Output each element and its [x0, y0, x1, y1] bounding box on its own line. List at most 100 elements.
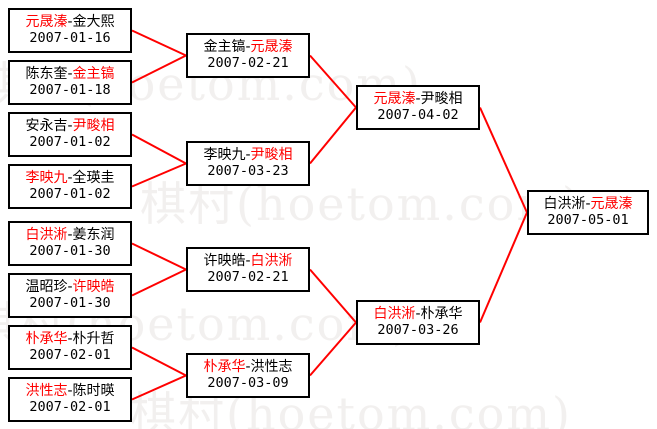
match-players: 洪性志-陈时暎: [25, 383, 115, 400]
player-right: 金大熙: [72, 14, 115, 31]
connector-line: [131, 242, 187, 271]
player-separator: -: [245, 359, 251, 376]
player-right: 陈时暎: [72, 383, 115, 400]
player-left: 朴承华: [25, 331, 68, 348]
player-left: 李映九: [25, 170, 68, 187]
player-left: 安永吉: [25, 118, 68, 135]
match-players: 白洪淅-朴承华: [373, 306, 463, 323]
match-date: 2007-02-21: [207, 54, 289, 71]
connector-line: [131, 346, 187, 377]
player-separator: -: [245, 39, 251, 56]
player-separator: -: [245, 147, 251, 164]
connector-line: [131, 374, 187, 401]
connector-line: [309, 268, 357, 324]
player-right: 尹畯相: [72, 118, 115, 135]
player-separator: -: [415, 91, 421, 108]
match-date: 2007-01-02: [29, 185, 111, 202]
match-date: 2007-02-01: [29, 398, 111, 415]
match-date: 2007-01-02: [29, 133, 111, 150]
player-left: 元晟溱: [373, 91, 416, 108]
player-separator: -: [67, 170, 73, 187]
match-date: 2007-01-30: [29, 242, 111, 259]
player-left: 元晟溱: [25, 14, 68, 31]
player-left: 陈东奎: [25, 66, 68, 83]
player-right: 白洪淅: [250, 253, 293, 270]
player-right: 尹畯相: [250, 147, 293, 164]
match-players: 许映皓-白洪淅: [203, 253, 293, 270]
match-players: 朴承华-朴升哲: [25, 331, 115, 348]
match-players: 金主镐-元晟溱: [203, 39, 293, 56]
player-separator: -: [67, 331, 73, 348]
player-left: 许映皓: [203, 253, 246, 270]
match-players: 温昭珍-许映皓: [25, 279, 115, 296]
player-left: 白洪淅: [543, 196, 586, 213]
player-separator: -: [245, 253, 251, 270]
match-players: 安永吉-尹畯相: [25, 118, 115, 135]
player-separator: -: [67, 14, 73, 31]
match-date: 2007-05-01: [547, 211, 629, 228]
match-players: 陈东奎-金主镐: [25, 66, 115, 83]
player-right: 许映皓: [72, 279, 115, 296]
player-right: 全瑛圭: [72, 170, 115, 187]
connector-line: [131, 29, 187, 57]
player-separator: -: [67, 279, 73, 296]
match-date: 2007-01-30: [29, 294, 111, 311]
match-date: 2007-01-16: [29, 29, 111, 46]
connector-line: [309, 106, 357, 165]
player-left: 李映九: [203, 147, 246, 164]
match-date: 2007-03-26: [377, 321, 459, 338]
match-players: 朴承华-洪性志: [203, 359, 293, 376]
player-right: 洪性志: [250, 359, 293, 376]
player-right: 元晟溱: [590, 196, 633, 213]
player-separator: -: [67, 66, 73, 83]
player-right: 姜东润: [72, 227, 115, 244]
match-date: 2007-01-18: [29, 81, 111, 98]
player-separator: -: [415, 306, 421, 323]
player-left: 白洪淅: [25, 227, 68, 244]
connector-line: [131, 268, 187, 297]
match-date: 2007-02-21: [207, 268, 289, 285]
player-left: 朴承华: [203, 359, 246, 376]
player-right: 朴承华: [420, 306, 463, 323]
match-date: 2007-03-23: [207, 162, 289, 179]
match-players: 元晟溱-尹畯相: [373, 91, 463, 108]
player-right: 元晟溱: [250, 39, 293, 56]
match-players: 白洪淅-姜东润: [25, 227, 115, 244]
player-right: 金主镐: [72, 66, 115, 83]
connector-line: [131, 54, 187, 84]
player-left: 洪性志: [25, 383, 68, 400]
connector-line: [309, 54, 357, 109]
match-date: 2007-02-01: [29, 346, 111, 363]
player-left: 金主镐: [203, 39, 246, 56]
connector-line: [309, 321, 357, 377]
connector-line: [131, 162, 187, 188]
player-right: 尹畯相: [420, 91, 463, 108]
match-players: 李映九-尹畯相: [203, 147, 293, 164]
player-right: 朴升哲: [72, 331, 115, 348]
player-separator: -: [67, 383, 73, 400]
player-separator: -: [67, 118, 73, 135]
connector-line: [131, 133, 187, 165]
connector-line: [479, 212, 528, 323]
match-players: 白洪淅-元晟溱: [543, 196, 633, 213]
match-players: 元晟溱-金大熙: [25, 14, 115, 31]
player-separator: -: [67, 227, 73, 244]
player-separator: -: [585, 196, 591, 213]
